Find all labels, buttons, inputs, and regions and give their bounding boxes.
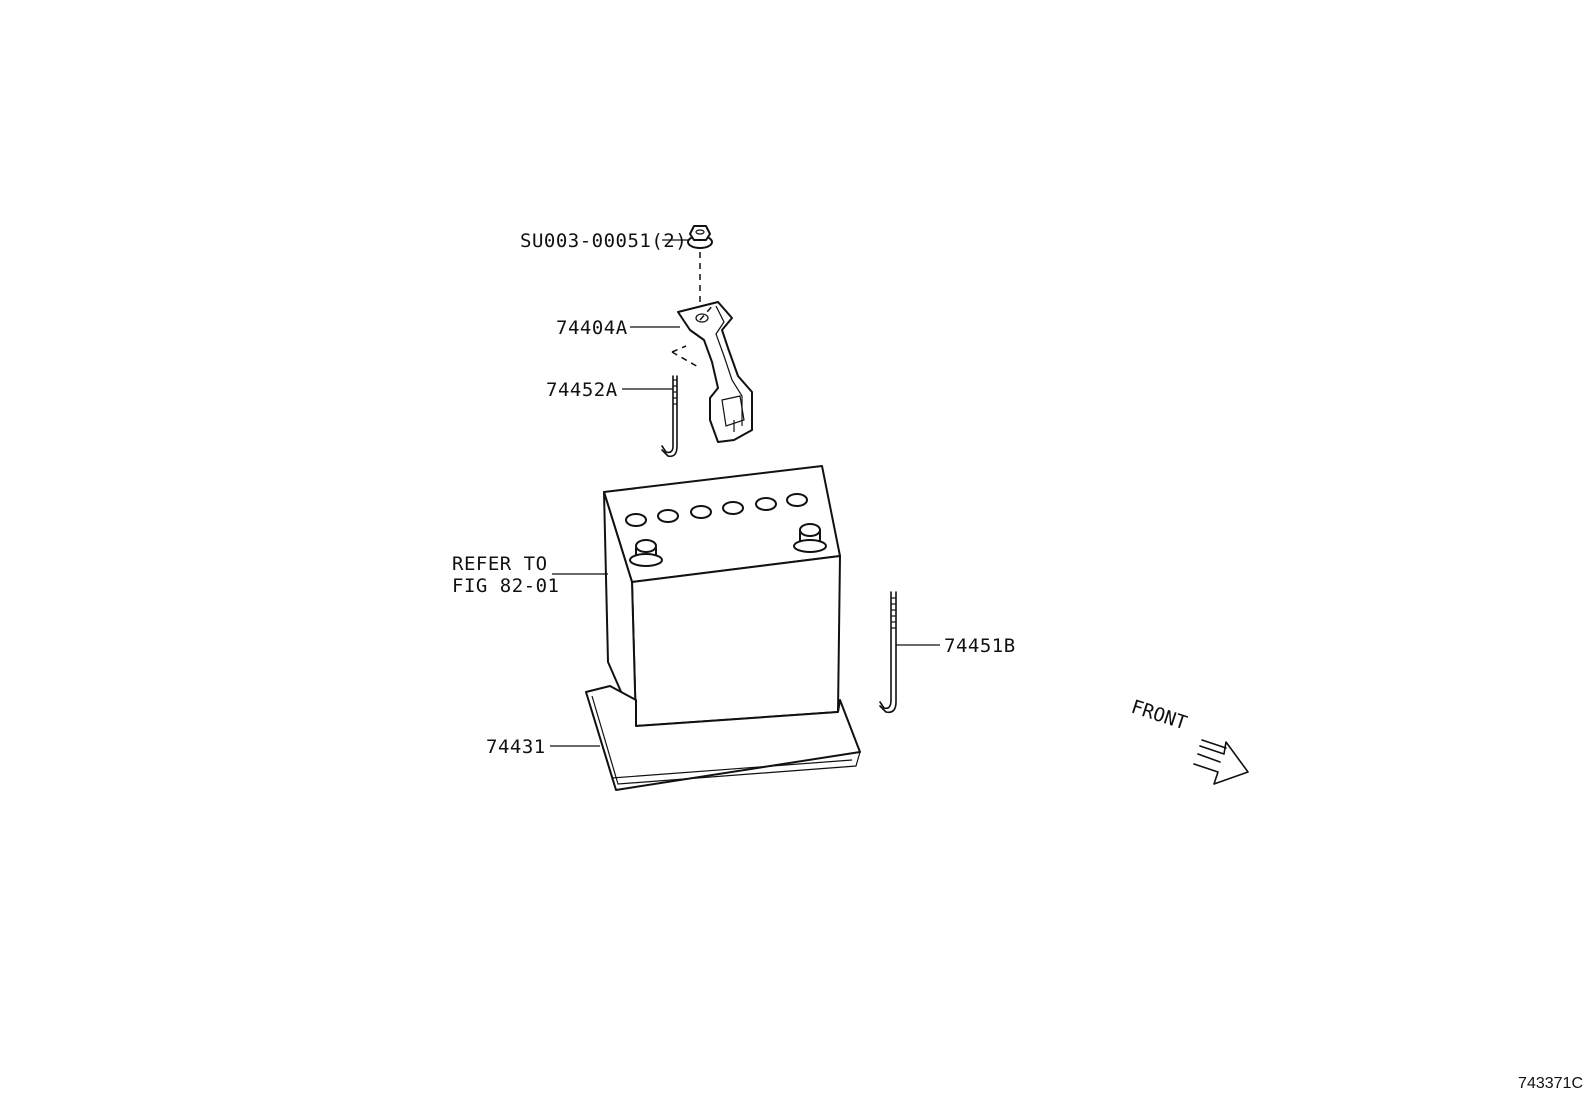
battery-tray-part [585,685,861,791]
front-label: FRONT [1128,696,1189,735]
hook-bolt-left-part [661,375,678,458]
callout-hook-bolt-right: 74451B [944,635,1016,657]
front-direction-indicator: FRONT [1128,696,1249,785]
clamp-hook-fit-line [671,351,701,369]
callout-battery-ref-line1: REFER TO [452,553,548,575]
callout-hook-bolt-left: 74452A [546,379,618,401]
callout-nut: SU003-00051(2) [520,230,687,252]
battery-part [603,465,841,727]
callout-tray: 74431 [486,736,546,758]
callout-battery-ref-line2: FIG 82-01 [452,575,559,597]
flange-nut-part [687,225,713,249]
battery-terminal-negative [629,539,663,567]
battery-vent-caps [625,493,808,527]
hook-bolt-right-part [879,591,897,714]
callout-clamp: 74404A [556,317,628,339]
battery-clamp-part [677,301,753,443]
front-arrow-icon [1193,739,1249,785]
leader-lines [550,239,940,747]
figure-id: 743371C [1518,1075,1583,1092]
battery-terminal-positive [793,523,827,553]
